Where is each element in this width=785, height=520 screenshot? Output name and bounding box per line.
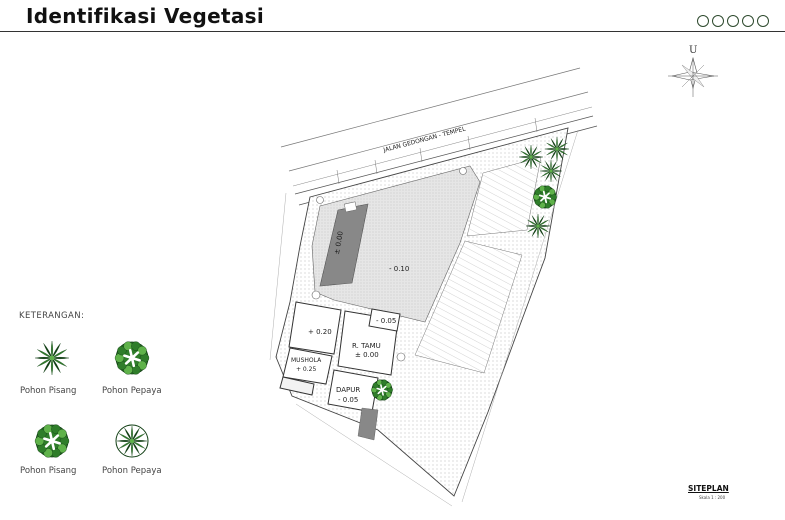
- siteplan-caption: SITEPLAN: [688, 484, 729, 493]
- room-label: ± 0.00: [355, 351, 379, 359]
- legend-label: Pohon Pepaya: [102, 466, 162, 476]
- title-divider: [0, 31, 785, 32]
- room-label: ± 0.00: [333, 231, 345, 256]
- room-label: - 0.05: [338, 396, 358, 404]
- papaya-tree-icon: [371, 379, 393, 401]
- room-label: - 0.10: [389, 265, 409, 273]
- banana-tree-icon: [525, 213, 551, 239]
- legend-label: Pohon Pisang: [20, 386, 77, 396]
- carport: [319, 203, 369, 287]
- banana-tree-icon: [34, 340, 70, 376]
- indicator-dot: [757, 15, 769, 27]
- svg-text:U: U: [689, 45, 697, 56]
- plan-trees: [371, 136, 570, 401]
- road-label: JALAN GEDONGAN - TEMPEL: [382, 125, 467, 154]
- papaya-tree-icon: [533, 185, 557, 209]
- legend-label: Pohon Pepaya: [102, 386, 162, 396]
- room-labels: ± 0.00 - 0.10 + 0.20 - 0.05 R. TAMU ± 0.…: [291, 231, 409, 404]
- legend-label: Pohon Pisang: [20, 466, 77, 476]
- north-compass: U: [668, 45, 718, 97]
- room-label: DAPUR: [336, 386, 360, 394]
- room-label: MUSHOLA: [291, 357, 322, 364]
- garden-zone: [414, 240, 523, 374]
- room-label: + 0.20: [308, 328, 332, 336]
- indicator-dot: [712, 15, 724, 27]
- building: [279, 301, 401, 413]
- page-indicator: [697, 15, 769, 27]
- banana-tree-icon: [544, 136, 570, 162]
- room-label: + 0.25: [296, 366, 316, 373]
- papaya-tree-icon: [115, 424, 149, 458]
- banana-tree-icon: [539, 159, 563, 183]
- room-label: - 0.05: [376, 317, 396, 325]
- legend-title: KETERANGAN:: [19, 311, 85, 321]
- banana-tree-icon: [34, 424, 70, 458]
- room-label: R. TAMU: [352, 342, 381, 350]
- banana-tree-icon: [518, 144, 544, 170]
- page-title: Identifikasi Vegetasi: [26, 4, 264, 28]
- indicator-dot: [697, 15, 709, 27]
- papaya-tree-icon: [114, 341, 150, 375]
- indicator-dot: [727, 15, 739, 27]
- siteplan-scale: Skala 1 : 200: [699, 495, 726, 500]
- indicator-dot: [742, 15, 754, 27]
